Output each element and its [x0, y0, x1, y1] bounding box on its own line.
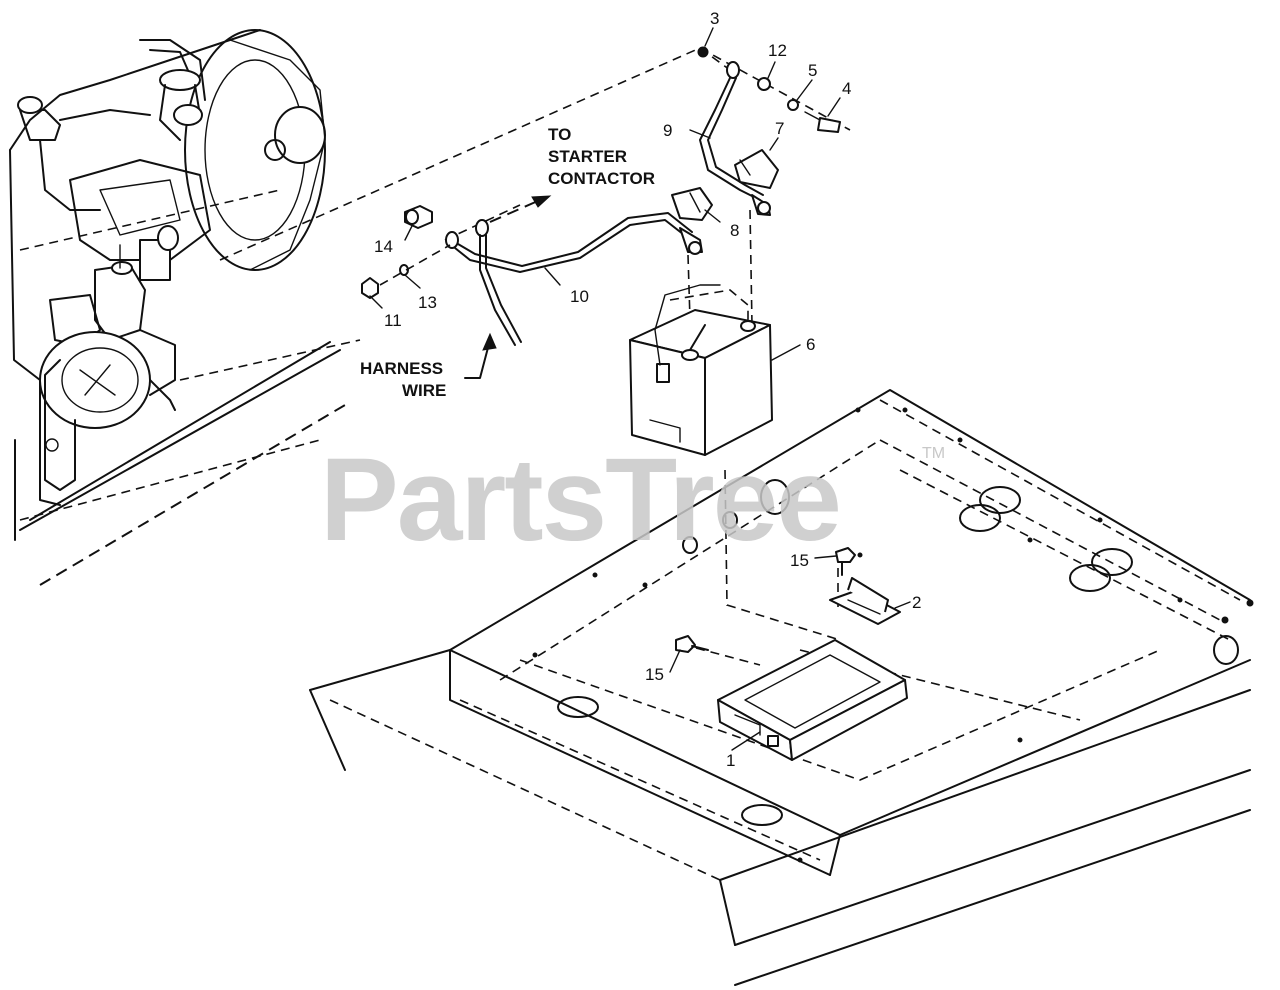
bracket-2 [829, 577, 901, 625]
callout-9: 9 [663, 121, 672, 140]
bolt-15-lower [675, 635, 709, 653]
boot-8 [671, 187, 713, 221]
callout-8: 8 [730, 221, 739, 240]
battery-tray-1 [717, 639, 908, 761]
watermark-text: PartsTree [320, 434, 840, 566]
label-harness: HARNESS [360, 359, 443, 378]
nut-11-washer-13 [361, 244, 451, 299]
callout-2: 2 [912, 593, 921, 612]
callout-7: 7 [775, 119, 784, 138]
callout-4: 4 [842, 79, 851, 98]
boot-7 [734, 149, 779, 189]
bolt-15-upper [835, 547, 856, 576]
callout-11: 11 [384, 311, 402, 330]
callout-1: 1 [726, 751, 735, 770]
callout-10: 10 [570, 287, 589, 306]
watermark: PartsTree TM [320, 434, 945, 566]
cable-10 [445, 212, 703, 346]
callout-15-lower: 15 [645, 665, 664, 684]
base-frame [309, 389, 1254, 986]
callout-15-upper: 15 [790, 551, 809, 570]
cable-9 [699, 61, 771, 216]
engine-assembly [9, 29, 361, 586]
battery [629, 284, 773, 456]
callout-13: 13 [418, 293, 437, 312]
callout-12: 12 [768, 41, 787, 60]
fitting-14 [404, 205, 433, 229]
label-contactor: CONTACTOR [548, 169, 655, 188]
callout-5: 5 [808, 61, 817, 80]
trademark-mark: TM [922, 445, 945, 462]
callout-14: 14 [374, 237, 393, 256]
callout-6: 6 [806, 335, 815, 354]
label-starter: STARTER [548, 147, 627, 166]
callout-3: 3 [710, 9, 719, 28]
text-labels: 3 12 5 4 9 7 8 14 10 11 13 6 15 2 15 1 T… [360, 9, 921, 770]
label-wire: WIRE [402, 381, 446, 400]
leader-lines [369, 27, 911, 751]
hardware-small [697, 46, 841, 133]
label-to: TO [548, 125, 571, 144]
